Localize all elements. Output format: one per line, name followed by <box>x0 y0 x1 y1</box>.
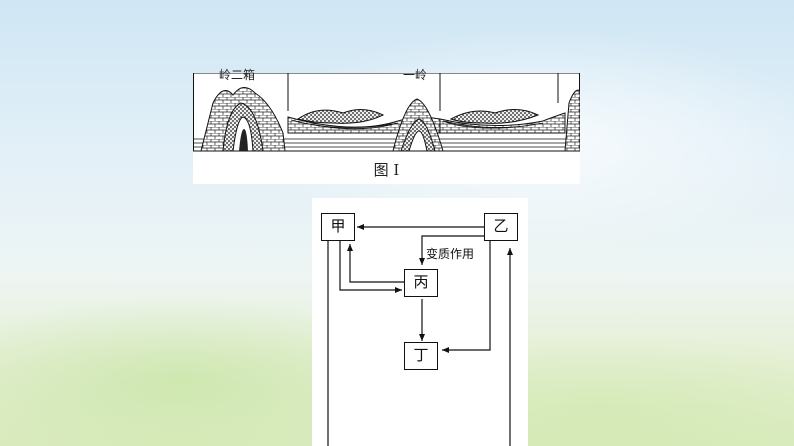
figure-caption: 图 I <box>373 161 400 179</box>
rock-cycle-diagram: 甲 乙 丙 丁 变质作用 <box>312 198 528 446</box>
arrow-yi-to-bing <box>419 235 484 265</box>
node-yi: 乙 <box>484 213 518 241</box>
arrow-jia-to-bing <box>339 241 402 293</box>
geologic-section-figure: 岭二箱 一岭 图 I <box>193 68 580 184</box>
right-sediment <box>449 109 540 124</box>
rock-cycle-arrows <box>327 224 513 446</box>
arrow-yi-to-ding <box>442 241 491 353</box>
mountain-label-middle: 一岭 <box>403 68 428 82</box>
left-sediment <box>296 109 385 124</box>
geologic-section-drawing <box>193 73 580 152</box>
node-jia: 甲 <box>321 213 355 241</box>
node-ding: 丁 <box>404 342 438 370</box>
right-mountain <box>564 89 580 152</box>
edge-label-metamorphism: 变质作用 <box>425 245 476 262</box>
node-bing: 丙 <box>404 269 438 297</box>
arrow-bing-to-jia <box>347 244 404 283</box>
mountain-label-left: 岭二箱 <box>219 68 256 82</box>
